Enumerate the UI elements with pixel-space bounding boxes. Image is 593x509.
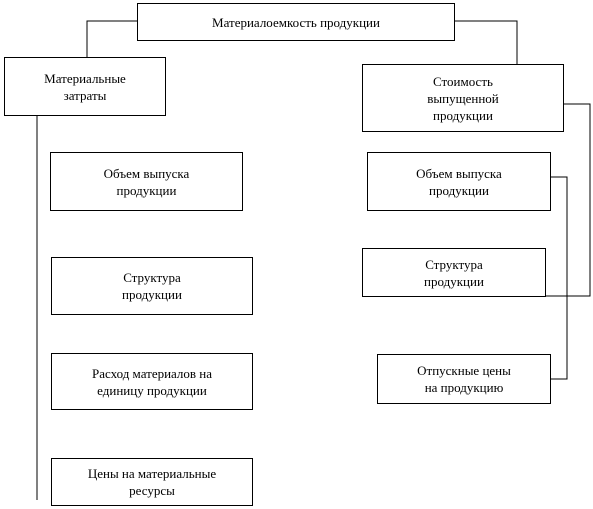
right-factor-selling-prices: Отпускные цены на продукцию bbox=[377, 354, 551, 404]
left-factor-volume: Объем выпуска продукции bbox=[50, 152, 243, 211]
connector-root-right bbox=[454, 20, 518, 65]
right-factor-volume: Объем выпуска продукции bbox=[367, 152, 551, 211]
right-factor-structure: Структура продукции bbox=[362, 248, 546, 297]
connector-root-left bbox=[86, 20, 138, 58]
branch-output-value: Стоимость выпущенной продукции bbox=[362, 64, 564, 132]
left-factor-structure: Структура продукции bbox=[51, 257, 253, 315]
connector-right-inner bbox=[550, 176, 568, 380]
left-factor-resource-prices: Цены на материальные ресурсы bbox=[51, 458, 253, 506]
root-node-materialoemkost: Материалоемкость продукции bbox=[137, 3, 455, 41]
left-factor-material-consumption: Расход материалов на единицу продукции bbox=[51, 353, 253, 410]
branch-material-costs: Материальные затраты bbox=[4, 57, 166, 116]
